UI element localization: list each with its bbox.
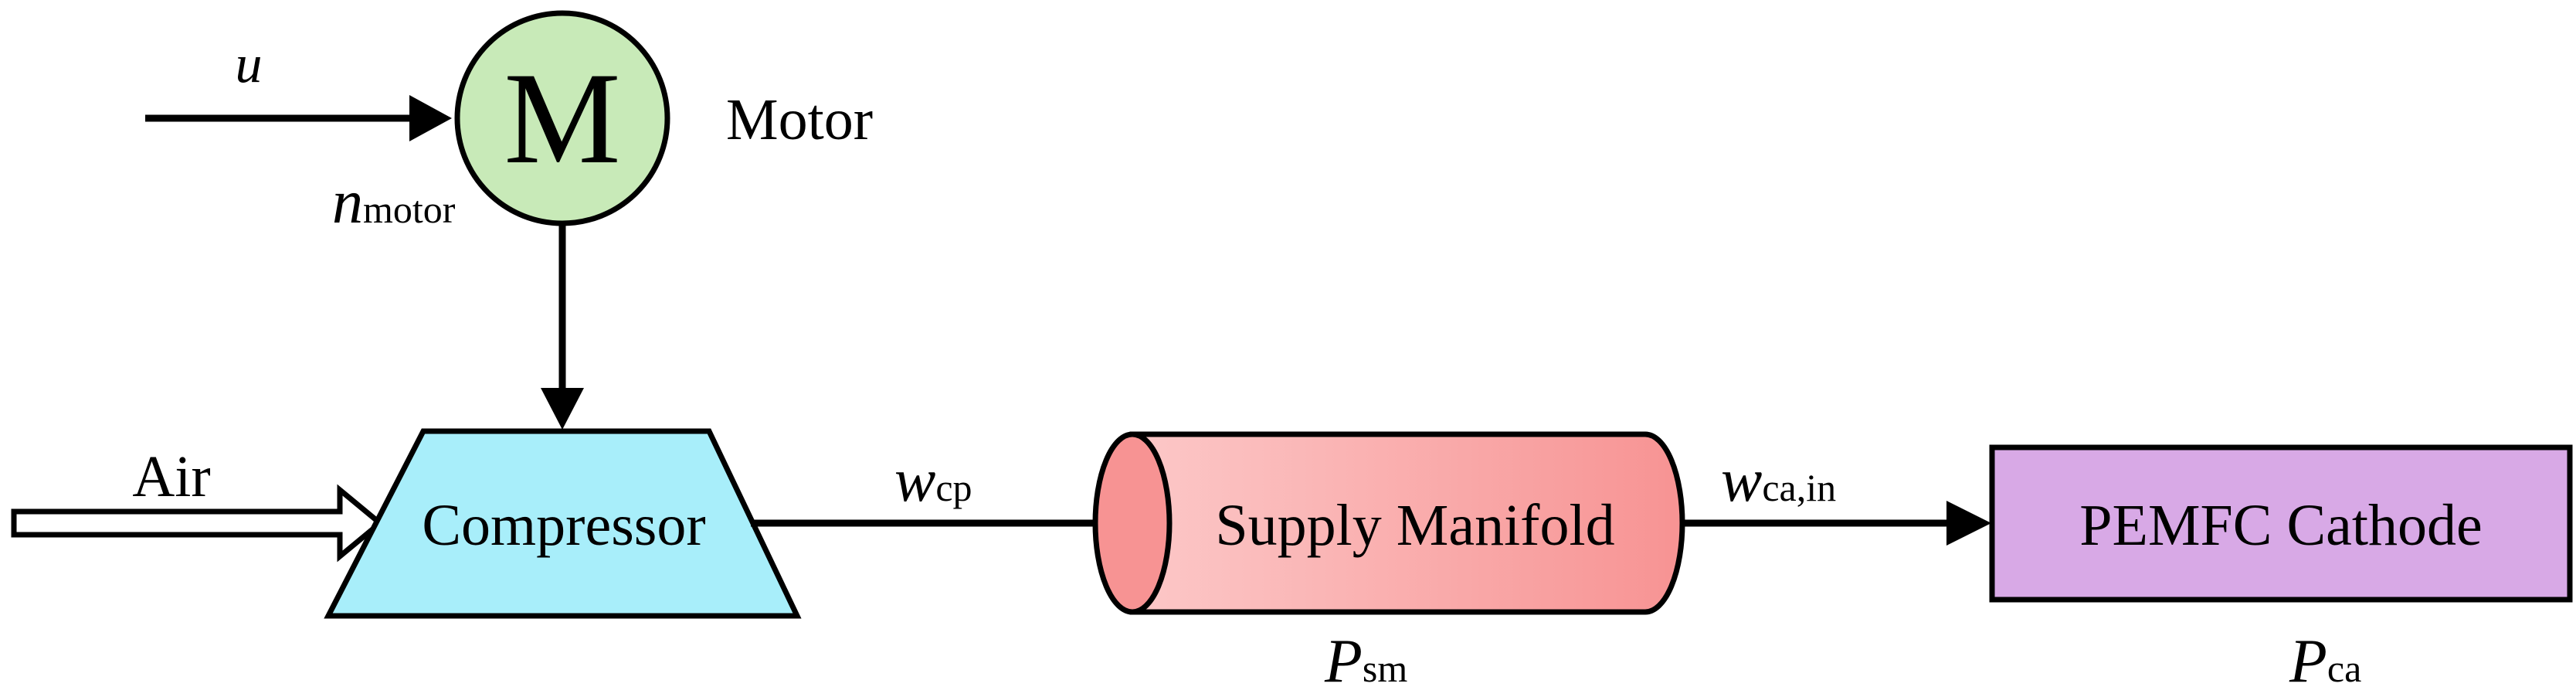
input-u-arrowhead	[409, 95, 452, 141]
supply-manifold-end-cap	[1092, 431, 1173, 615]
motor-speed-var: n	[332, 168, 363, 236]
motor-speed-label: nmotor	[332, 168, 456, 236]
motor-circle	[454, 10, 670, 226]
motor-label: Motor	[726, 87, 873, 152]
compressor-flow-label: wcp	[894, 447, 972, 515]
motor-symbol: M	[504, 46, 620, 191]
air-inlet-arrow	[11, 484, 385, 563]
cathode-inflow-label: wca,in	[1721, 447, 1836, 515]
manifold-pressure-var: P	[1324, 627, 1363, 695]
manifold-pressure-sub: sm	[1363, 647, 1407, 690]
cathode-pressure-sub: ca	[2327, 647, 2361, 690]
input-u-label: u	[236, 35, 263, 94]
cathode-inflow-sub: ca,in	[1762, 466, 1836, 509]
manifold-pressure-label: Psm	[1324, 627, 1407, 695]
compressor-flow-var: w	[894, 447, 935, 515]
pemfc-cathode-label: PEMFC Cathode	[2079, 493, 2483, 558]
compressor-block	[324, 428, 802, 619]
compressor-label: Compressor	[422, 493, 705, 558]
supply-manifold-body	[1129, 431, 1685, 615]
cathode-pressure-var: P	[2289, 627, 2327, 695]
cathode-inflow-arrowhead	[1946, 501, 1991, 546]
motor-speed-sub: motor	[363, 188, 456, 231]
cathode-inflow-var: w	[1721, 447, 1762, 515]
pemfc-cathode-block	[1989, 444, 2573, 603]
supply-manifold-label: Supply Manifold	[1215, 493, 1614, 558]
air-label: Air	[132, 444, 210, 509]
cathode-pressure-label: Pca	[2289, 627, 2361, 695]
motor-shaft-arrowhead	[541, 388, 584, 430]
compressor-flow-sub: cp	[935, 466, 972, 509]
